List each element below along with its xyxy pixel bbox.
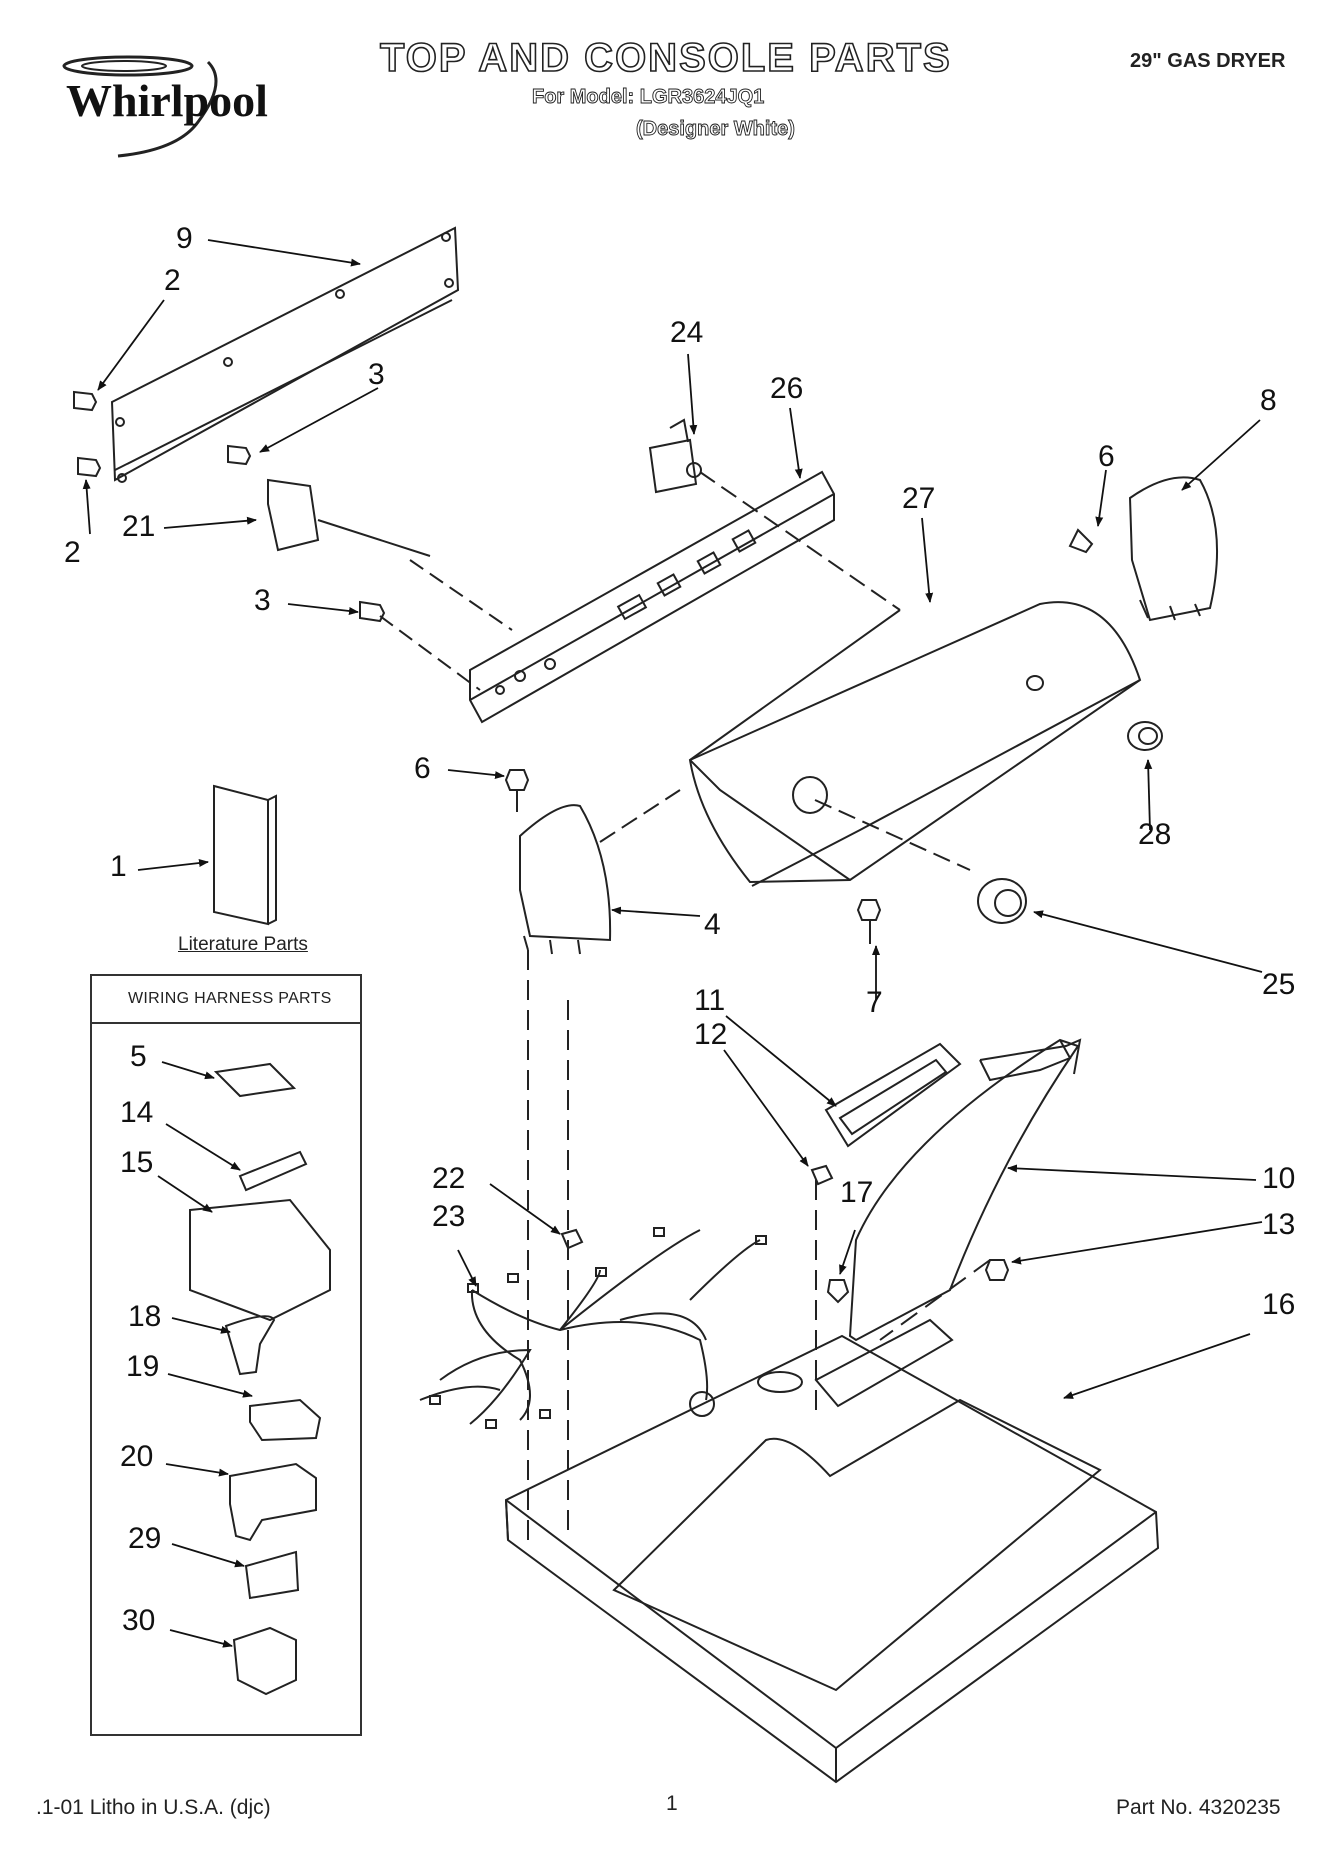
product-type: 29" GAS DRYER <box>1130 50 1286 72</box>
callout-21: 21 <box>122 510 156 543</box>
callout-20: 20 <box>120 1440 154 1473</box>
part-18-connector <box>224 1315 276 1376</box>
part-27-console <box>688 601 1142 884</box>
callout-22: 22 <box>432 1162 466 1195</box>
part-16-top-panel <box>504 1334 1160 1784</box>
callout-18: 18 <box>128 1300 162 1333</box>
model-line: For Model: LGR3624JQ1 <box>532 86 765 109</box>
callout-3-top: 3 <box>368 358 385 391</box>
callout-28: 28 <box>1138 818 1172 851</box>
part-30-connector <box>232 1626 297 1696</box>
part-5-connector <box>213 1062 297 1098</box>
callout-26: 26 <box>770 372 804 405</box>
logo-swirl-icon <box>62 55 218 158</box>
callout-17: 17 <box>840 1176 874 1209</box>
part-3-screw-top <box>227 444 252 466</box>
wiring-harness-title: WIRING HARNESS PARTS <box>128 990 332 1007</box>
color-line: (Designer White) <box>636 118 796 141</box>
brand-name: Whirlpool <box>66 75 268 126</box>
part-2-screw-top <box>73 390 98 412</box>
callout-4: 4 <box>704 908 721 941</box>
part-19-connector <box>249 1398 322 1442</box>
harness-connectors <box>429 1227 767 1429</box>
callout-9: 9 <box>176 222 193 255</box>
callout-6-left: 6 <box>414 752 431 785</box>
part-10-lint-duct <box>848 1038 1080 1342</box>
wiring-harness-box: WIRING HARNESS PARTS <box>90 974 362 1736</box>
callout-13: 13 <box>1262 1208 1296 1241</box>
part-3-screw-mid <box>359 600 386 623</box>
callout-6-right: 6 <box>1098 440 1115 473</box>
part-14-terminal <box>238 1150 308 1192</box>
part-2-screw-bottom <box>77 456 102 478</box>
callout-12: 12 <box>694 1018 728 1051</box>
callout-10: 10 <box>1262 1162 1296 1195</box>
callout-24: 24 <box>670 316 704 349</box>
footer-page-number: 1 <box>666 1792 678 1815</box>
part-24-switch <box>648 438 698 494</box>
part-28-knob <box>1127 721 1163 751</box>
part-4-end-cap <box>519 804 612 942</box>
callout-8: 8 <box>1260 384 1277 417</box>
part-1-literature <box>213 784 269 926</box>
page-title: TOP AND CONSOLE PARTS <box>379 35 952 81</box>
part-25-knob <box>977 878 1027 924</box>
harness-title-divider <box>92 1022 360 1024</box>
literature-parts-label: Literature Parts <box>178 934 308 955</box>
callout-27: 27 <box>902 482 936 515</box>
part-11-lint-screen <box>824 1042 962 1148</box>
part-29-connector <box>244 1550 300 1600</box>
part-8-end-cap <box>1128 476 1219 622</box>
footer-litho: .1-01 Litho in U.S.A. (djc) <box>36 1796 271 1819</box>
part-9-bracket <box>110 226 460 482</box>
callout-5: 5 <box>130 1040 147 1073</box>
callout-29: 29 <box>128 1522 162 1555</box>
callout-7: 7 <box>866 986 883 1019</box>
callout-30: 30 <box>122 1604 156 1637</box>
part-15-block <box>189 1198 331 1322</box>
callout-2-top: 2 <box>164 264 181 297</box>
part-21-timer <box>267 478 320 552</box>
callout-19: 19 <box>126 1350 160 1383</box>
whirlpool-logo: Whirlpool <box>58 52 288 162</box>
callout-23: 23 <box>432 1200 466 1233</box>
callout-2-bottom: 2 <box>64 536 81 569</box>
part-20-connector <box>229 1462 317 1542</box>
callout-15: 15 <box>120 1146 154 1179</box>
footer-part-number: Part No. 4320235 <box>1116 1796 1281 1819</box>
callout-25: 25 <box>1262 968 1296 1001</box>
callout-11: 11 <box>694 984 726 1017</box>
callout-3-mid: 3 <box>254 584 271 617</box>
callout-16: 16 <box>1262 1288 1296 1321</box>
callout-14: 14 <box>120 1096 154 1129</box>
callout-1: 1 <box>110 850 127 883</box>
part-23-wire-harness <box>419 1229 761 1425</box>
